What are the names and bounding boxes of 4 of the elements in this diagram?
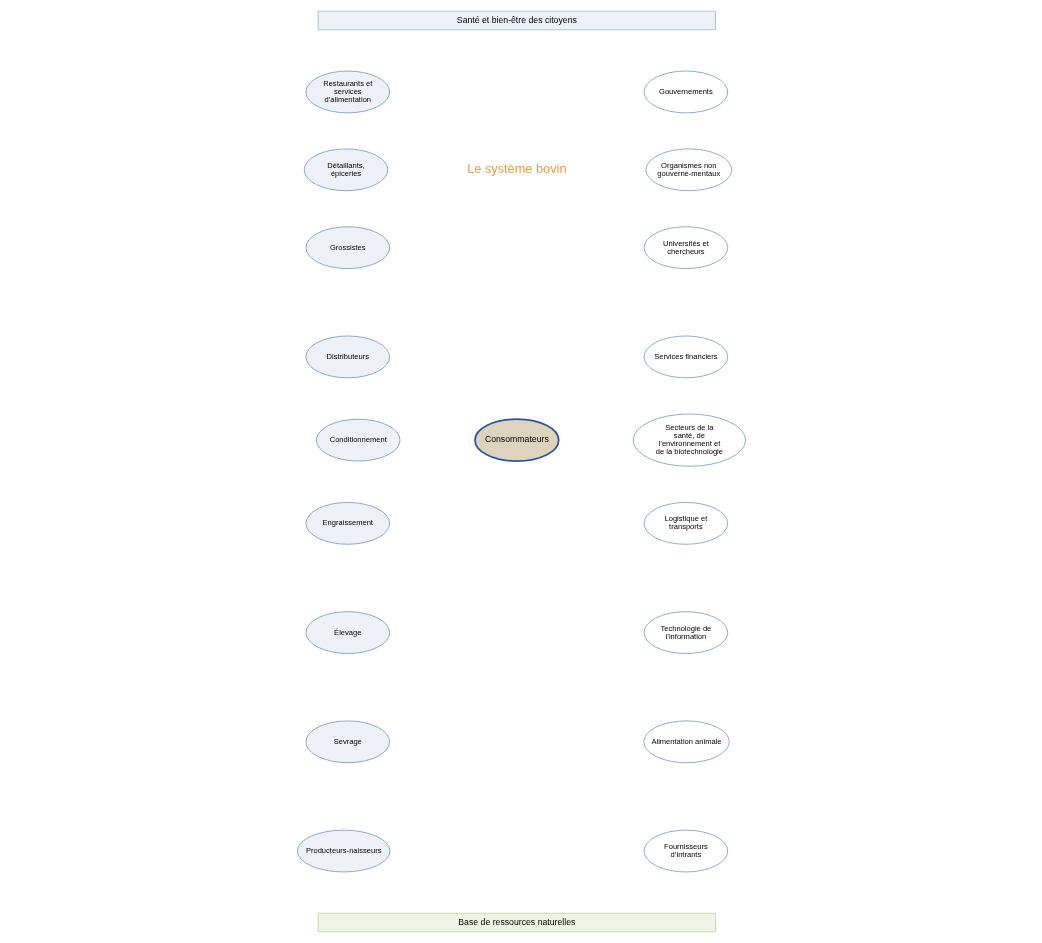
node-box: Santé et bien-être des citoyens <box>317 10 716 31</box>
node-box: Base de ressources naturelles <box>317 912 716 933</box>
node-ellipse: Consommateurs <box>473 418 560 462</box>
label: Le système bovin <box>466 161 567 177</box>
